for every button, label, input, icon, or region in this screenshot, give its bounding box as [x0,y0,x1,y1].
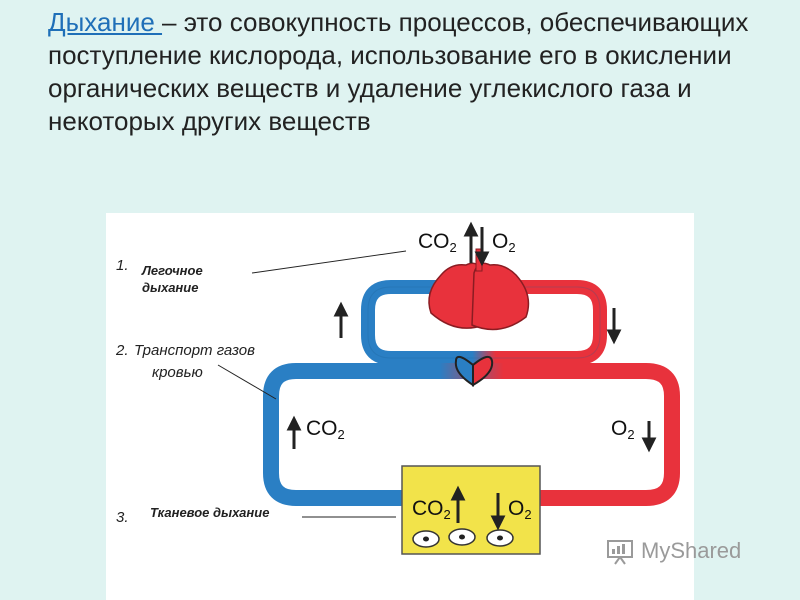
pointer-lines [217,250,407,518]
respiration-diagram: 1. Легочное дыхание 2. Транспорт газов к… [106,213,694,600]
tissue-co2-text: CO [412,497,444,520]
blood-o2-text: O [611,417,628,440]
blood-o2-label: O2 [611,417,635,442]
watermark-text: MyShared [641,538,742,563]
definition-text: Дыхание – это совокупность процессов, об… [48,6,768,138]
presentation-icon [607,540,633,565]
lung-o2-label: O2 [492,230,516,255]
step2-label-line2: кровью [152,364,203,381]
lung-o2-sub: 2 [508,240,516,255]
step1-label-line2: дыхание [142,280,199,295]
blood-co2-text: CO [306,417,338,440]
tissue-co2-sub: 2 [443,507,451,522]
lung-co2-text: CO [418,230,450,253]
definition-body: – это совокупность процессов, обеспечива… [48,7,749,136]
tissue-o2-text: O [508,497,525,520]
blood-o2-sub: 2 [627,427,635,442]
step3-label: Тканевое дыхание [150,505,270,520]
watermark: MyShared [605,536,741,566]
tissue-o2-sub: 2 [524,507,532,522]
lung-co2-label: CO2 [418,230,457,255]
blood-co2-sub: 2 [337,427,345,442]
tissue-o2-label: O2 [508,497,532,522]
step1-label-line1: Легочное [142,263,203,278]
term-link[interactable]: Дыхание [48,7,163,37]
blood-co2-label: CO2 [306,417,345,442]
step3-number: 3. [116,509,129,526]
lung-o2-text: O [492,230,509,253]
heart [454,355,494,387]
lung-co2-sub: 2 [449,240,457,255]
step1-number: 1. [116,257,129,274]
step2-number: 2. [116,342,129,359]
lungs [428,248,530,331]
step2-label-line1: Транспорт газов [134,342,255,359]
flow-arrows [286,221,657,531]
tissue-co2-label: CO2 [412,497,451,522]
circulation-drawing [217,221,680,555]
tissue-box [401,465,541,555]
